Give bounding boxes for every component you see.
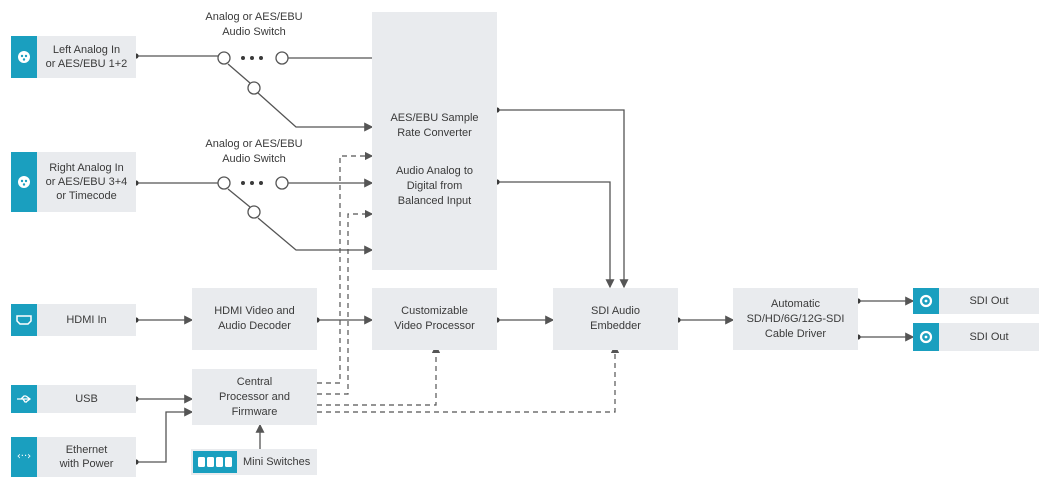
left-analog-input: Left Analog In or AES/EBU 1+2 [11,36,136,78]
ethernet-label: Ethernet with Power [59,444,114,470]
right-analog-input: Right Analog In or AES/EBU 3+4 or Timeco… [11,152,136,212]
bnc-connector-icon [913,323,939,351]
usb-label: USB [75,393,98,405]
right-analog-label: Right Analog In or AES/EBU 3+4 or Timeco… [45,162,128,202]
xlr-connector-icon [11,36,37,78]
analog-to-digital-label: Audio Analog to Digital from Balanced In… [395,165,474,207]
cable-driver-block: Automatic SD/HD/6G/12G-SDI Cable Driver [733,288,858,350]
dip-switch-icon [193,451,237,473]
bottom-audio-switch-label: Analog or AES/EBU Audio Switch [205,138,303,165]
sdi-output-2: SDI Out [913,323,1039,351]
hdmi-decoder-block: HDMI Video and Audio Decoder [192,288,317,350]
sdi-embedder-block: SDI Audio Embedder [553,288,678,350]
usb-icon [11,385,37,413]
hdmi-input-label: HDMI In [66,314,107,326]
top-audio-switch-label: Analog or AES/EBU Audio Switch [205,11,303,38]
xlr-connector-icon [11,152,37,212]
ethernet-icon: ‹··› [11,437,37,477]
hdmi-input: HDMI In [11,304,136,336]
mini-switches-block: Mini Switches [191,449,317,475]
ethernet-input: ‹··› Ethernet with Power [11,437,136,477]
sample-rate-converter-label: AES/EBU Sample Rate Converter [390,112,479,139]
sdi-output-2-label: SDI Out [969,331,1009,343]
sdi-output-1-label: SDI Out [969,295,1009,307]
left-analog-label: Left Analog In or AES/EBU 1+2 [45,44,128,70]
mini-switches-label: Mini Switches [243,456,311,468]
cpu-block: Central Processor and Firmware [192,369,317,425]
audio-converter-block: AES/EBU Sample Rate Converter Audio Anal… [372,12,497,270]
sdi-output-1: SDI Out [913,288,1039,314]
video-processor-block: Customizable Video Processor [372,288,497,350]
usb-input: USB [11,385,136,413]
hdmi-port-icon [11,304,37,336]
bnc-connector-icon [913,288,939,314]
